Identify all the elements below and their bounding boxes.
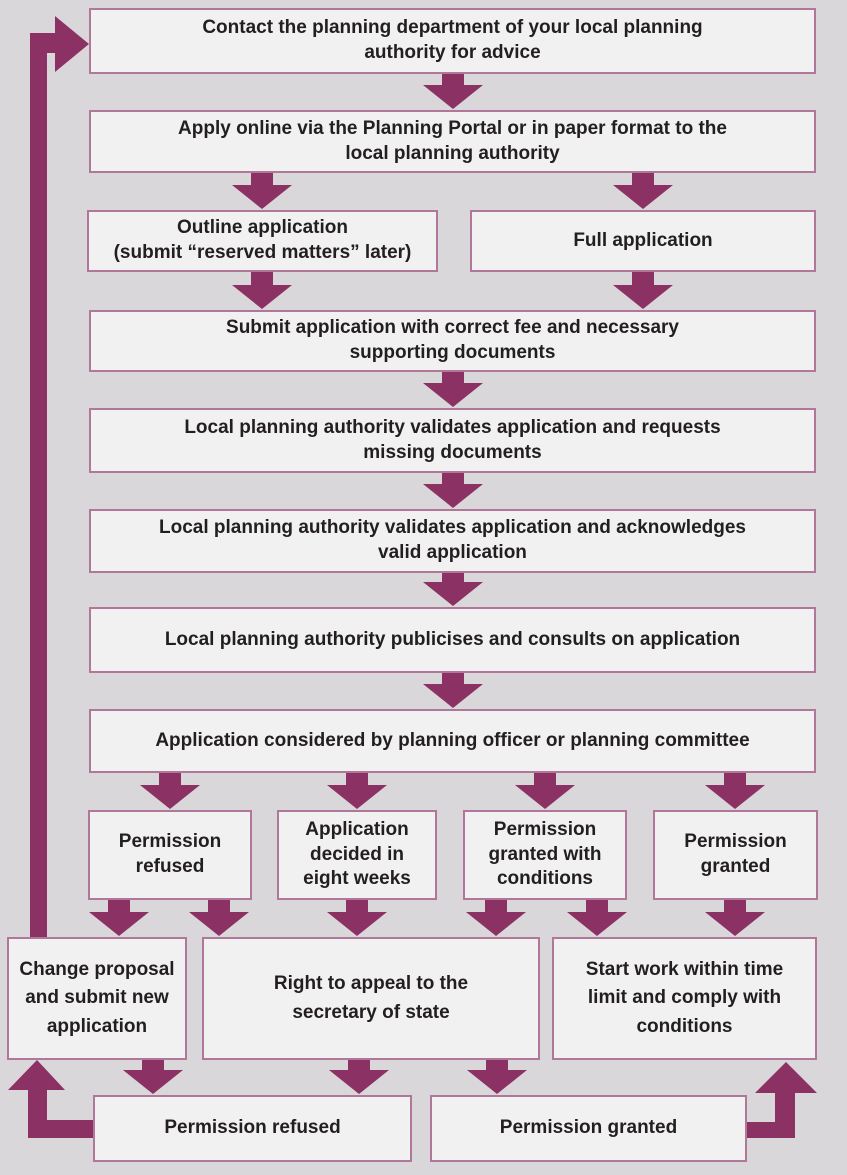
node-permission-refused-first: Permission refused [88, 810, 252, 900]
arrow-refused-to-change-icon [89, 900, 149, 936]
arrow-considered-to-decided-icon [327, 773, 387, 809]
node-application-considered: Application considered by planning offic… [89, 709, 816, 773]
arrow-granted-final-to-startwork-icon [747, 1062, 817, 1138]
node-permission-granted-first: Permission granted [653, 810, 818, 900]
node-permission-granted-final: Permission granted [430, 1095, 747, 1162]
node-right-to-appeal: Right to appeal to the secretary of stat… [202, 937, 540, 1060]
node-outline-application: Outline application (submit “reserved ma… [87, 210, 438, 272]
arrow-refused-to-appeal-icon [189, 900, 249, 936]
node-submit-application: Submit application with correct fee and … [89, 310, 816, 372]
node-granted-with-conditions: Permission granted with conditions [463, 810, 627, 900]
arrow-contact-to-apply-icon [423, 74, 483, 109]
node-permission-refused-final: Permission refused [93, 1095, 412, 1162]
arrow-granted-to-startwork-icon [705, 900, 765, 936]
node-publicises-consults: Local planning authority publicises and … [89, 607, 816, 673]
arrow-decided-to-appeal-icon [327, 900, 387, 936]
arrow-appeal-to-granted-final-icon [467, 1060, 527, 1094]
arrow-validates-to-acknowledges-icon [423, 473, 483, 508]
node-apply-online-or-paper: Apply online via the Planning Portal or … [89, 110, 816, 173]
arrow-acknowledges-to-publicises-icon [423, 573, 483, 606]
arrow-considered-to-conditions-icon [515, 773, 575, 809]
arrow-appeal-to-refused-final-icon [329, 1060, 389, 1094]
arrow-publicises-to-considered-icon [423, 673, 483, 708]
node-validates-acknowledges: Local planning authority validates appli… [89, 509, 816, 573]
node-full-application: Full application [470, 210, 816, 272]
arrow-conditions-to-appeal-icon [466, 900, 526, 936]
arrow-submit-to-validates-icon [423, 372, 483, 407]
arrow-apply-to-outline-icon [232, 173, 292, 209]
arrow-change-to-refused-final-icon [123, 1060, 183, 1094]
node-start-work: Start work within time limit and comply … [552, 937, 817, 1060]
arrow-considered-to-refused-icon [140, 773, 200, 809]
arrow-change-to-contact-loop-icon [30, 16, 89, 937]
node-contact-planning-department: Contact the planning department of your … [89, 8, 816, 74]
arrow-full-to-submit-icon [613, 272, 673, 309]
arrow-conditions-to-startwork-icon [567, 900, 627, 936]
arrow-apply-to-full-icon [613, 173, 673, 209]
node-validates-requests-missing: Local planning authority validates appli… [89, 408, 816, 473]
node-change-proposal: Change proposal and submit new applicati… [7, 937, 187, 1060]
arrow-refused-final-to-change-icon [8, 1060, 93, 1138]
arrow-considered-to-granted-icon [705, 773, 765, 809]
node-decided-eight-weeks: Application decided in eight weeks [277, 810, 437, 900]
arrow-outline-to-submit-icon [232, 272, 292, 309]
